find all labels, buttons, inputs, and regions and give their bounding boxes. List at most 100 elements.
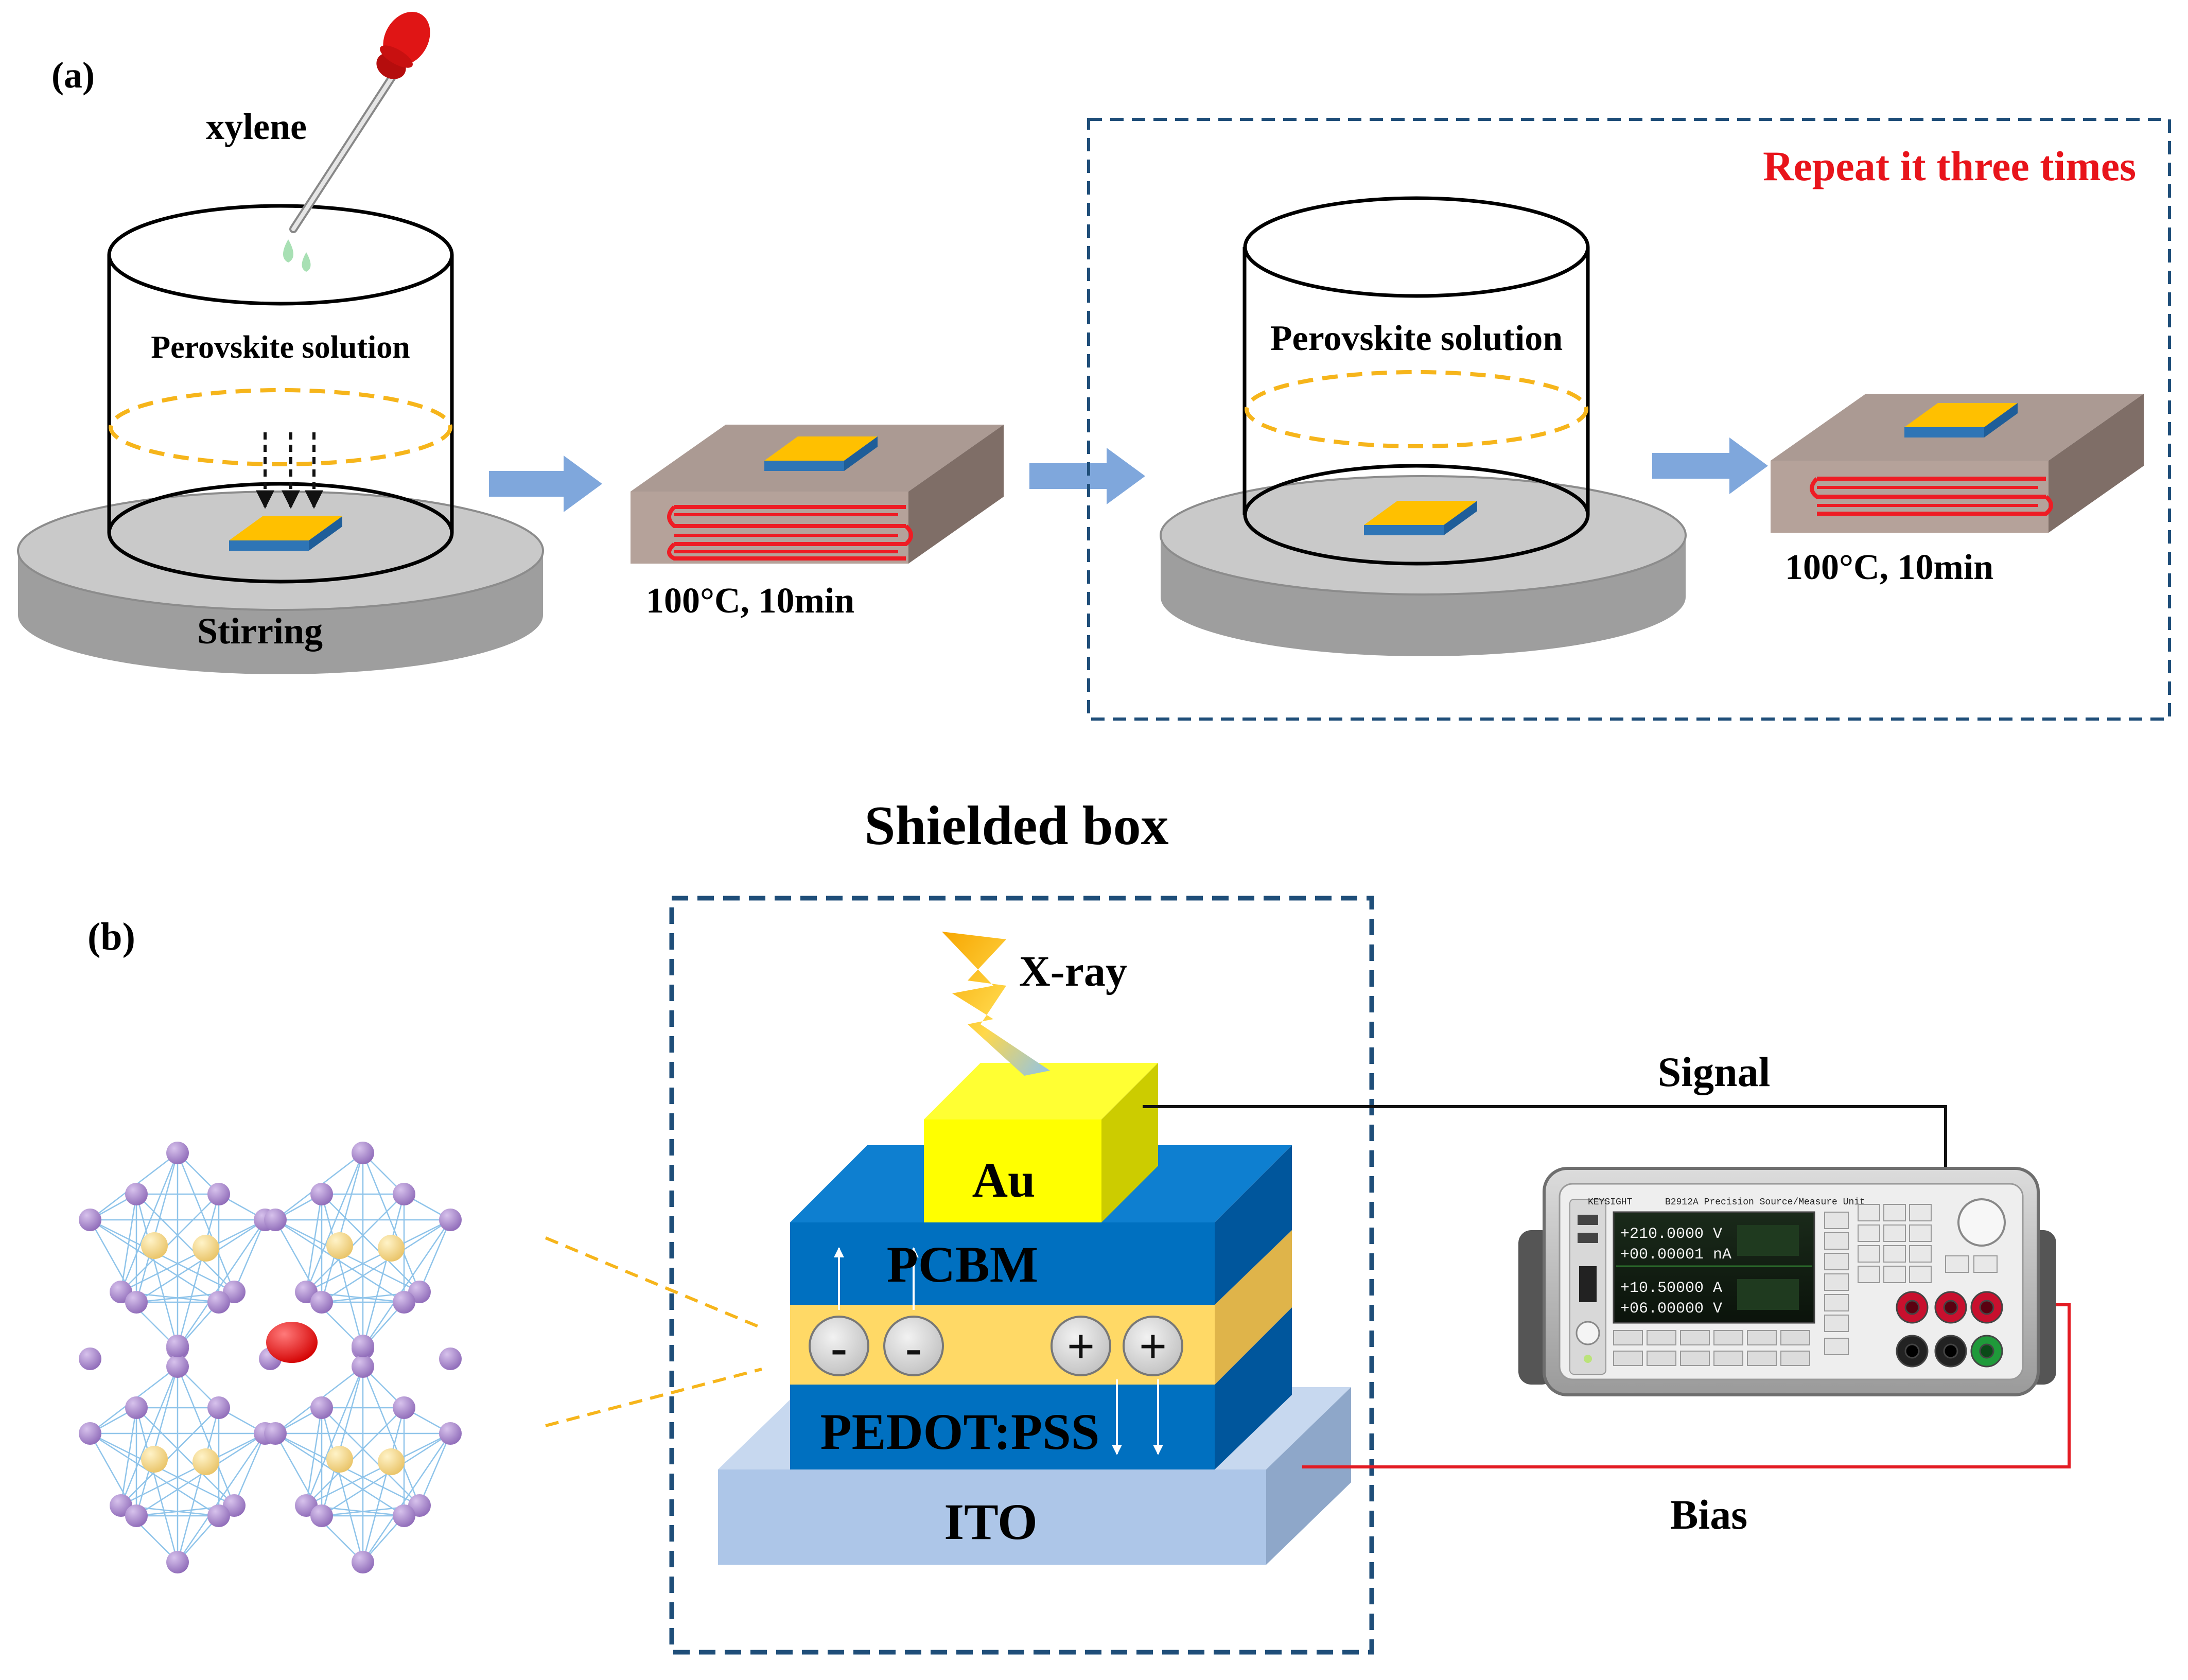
anneal-label-1: 100°C, 10min xyxy=(646,581,854,621)
crystal-bond xyxy=(306,1407,405,1506)
zoom-connectors xyxy=(545,1236,763,1427)
halide-atom xyxy=(352,1355,374,1378)
crystal-bond xyxy=(177,1433,266,1563)
halide-atom xyxy=(79,1347,101,1370)
crystal-bond xyxy=(120,1366,179,1506)
pedot-layer xyxy=(790,1307,1292,1469)
svg-text:-: - xyxy=(905,1320,922,1375)
crystal-bond xyxy=(275,1219,405,1303)
halide-atom xyxy=(207,1504,230,1527)
halide-atom xyxy=(439,1422,462,1445)
electron-2: - xyxy=(883,1316,944,1376)
au-label: Au xyxy=(972,1152,1036,1207)
halide-atom xyxy=(310,1396,333,1419)
solution-swirl-2 xyxy=(1245,370,1588,448)
substrate-3 xyxy=(1364,501,1477,535)
crystal-bond xyxy=(177,1152,235,1292)
crystal-bond xyxy=(362,1152,421,1292)
crystal-bond xyxy=(120,1194,137,1292)
crystal-bond xyxy=(120,1432,266,1507)
crystal-bond xyxy=(418,1433,451,1506)
perovskite-solution-label-1: Perovskite solution xyxy=(151,330,410,365)
crystal-bond xyxy=(275,1432,405,1517)
readout-current-1: +00.00001 nA xyxy=(1620,1246,1731,1264)
stirring-swirl-1 xyxy=(109,388,452,466)
halide-atom xyxy=(439,1209,462,1231)
au-electrode xyxy=(924,1063,1158,1222)
crystal-bond xyxy=(362,1366,421,1506)
deposition-arrows xyxy=(256,432,323,509)
instrument-brand: KEYSIGHT xyxy=(1588,1197,1633,1207)
crystal-bond xyxy=(362,1219,451,1349)
crystal-bond xyxy=(321,1432,451,1517)
shielded-box-title: Shielded box xyxy=(864,795,1168,856)
crystal-bond xyxy=(321,1366,364,1516)
halide-atom xyxy=(310,1504,333,1527)
halide-atom xyxy=(310,1291,333,1314)
crystal-bond xyxy=(177,1366,235,1506)
repeat-label: Repeat it three times xyxy=(1763,143,2136,189)
halide-atom xyxy=(393,1504,415,1527)
halide-atom xyxy=(166,1355,189,1378)
halide-atom xyxy=(264,1209,287,1231)
b-site-atom xyxy=(378,1448,405,1475)
beaker-2 xyxy=(1242,196,1590,566)
panel-a-label: (a) xyxy=(51,55,95,96)
substrate-2 xyxy=(764,436,878,471)
crystal-bond xyxy=(321,1219,451,1303)
crystal-bond xyxy=(120,1407,137,1506)
dropper xyxy=(289,11,430,233)
crystal-bond xyxy=(120,1152,179,1292)
crystal-bond xyxy=(120,1407,219,1506)
svg-text:-: - xyxy=(831,1320,847,1375)
crystal-bond xyxy=(90,1219,219,1303)
crystal-bond xyxy=(305,1194,323,1292)
crystal-bond xyxy=(418,1219,451,1292)
crystal-bond xyxy=(305,1407,323,1506)
perovskite-crystal-structure xyxy=(79,1142,462,1573)
detector-device: - - + + Au PCBM PEDOT:PSS ITO xyxy=(718,1063,1351,1565)
halide-atom xyxy=(352,1335,374,1357)
bias-label: Bias xyxy=(1670,1491,1747,1538)
crystal-bond xyxy=(177,1219,266,1349)
xray-label: X-ray xyxy=(1019,948,1127,995)
process-arrow-3 xyxy=(1652,437,1768,494)
crystal-bond xyxy=(321,1152,364,1303)
readout-voltage-1: +210.0000 V xyxy=(1620,1226,1722,1243)
crystal-bond xyxy=(136,1432,266,1517)
halide-atom xyxy=(310,1183,333,1205)
ito-label: ITO xyxy=(944,1493,1038,1550)
crystal-bond xyxy=(305,1366,364,1506)
source-measure-unit: KEYSIGHT B2912A Precision Source/Measure… xyxy=(1518,1167,2056,1396)
halide-atom xyxy=(125,1183,148,1205)
halide-atom xyxy=(352,1551,374,1573)
halide-atom xyxy=(264,1422,287,1445)
svg-text:+: + xyxy=(1067,1319,1095,1374)
hole-2: + xyxy=(1123,1316,1183,1376)
halide-atom xyxy=(166,1142,189,1164)
hotplate-1 xyxy=(631,425,1004,564)
crystal-bond xyxy=(136,1194,235,1292)
halide-atom xyxy=(393,1291,415,1314)
heating-coil-1 xyxy=(667,505,913,561)
b-site-atom xyxy=(378,1235,405,1262)
halide-atom xyxy=(352,1142,374,1164)
crystal-bond xyxy=(135,1152,179,1303)
crystal-bond xyxy=(120,1219,266,1293)
hole-electron-arrows xyxy=(834,1247,1163,1455)
pedot-label: PEDOT:PSS xyxy=(820,1403,1100,1460)
halide-atom xyxy=(207,1396,230,1419)
perovskite-solution-label-2: Perovskite solution xyxy=(1270,319,1563,358)
halide-atom xyxy=(207,1183,230,1205)
halide-atom xyxy=(207,1291,230,1314)
signal-label: Signal xyxy=(1658,1048,1771,1095)
halide-atom xyxy=(166,1335,189,1357)
electron-1: - xyxy=(809,1316,869,1376)
b-site-atom xyxy=(192,1448,219,1475)
instrument-model: B2912A Precision Source/Measure Unit xyxy=(1665,1197,1865,1207)
b-site-atom xyxy=(141,1232,168,1259)
b-site-atom xyxy=(192,1235,219,1262)
crystal-bond xyxy=(90,1432,219,1517)
halide-atom xyxy=(79,1422,101,1445)
